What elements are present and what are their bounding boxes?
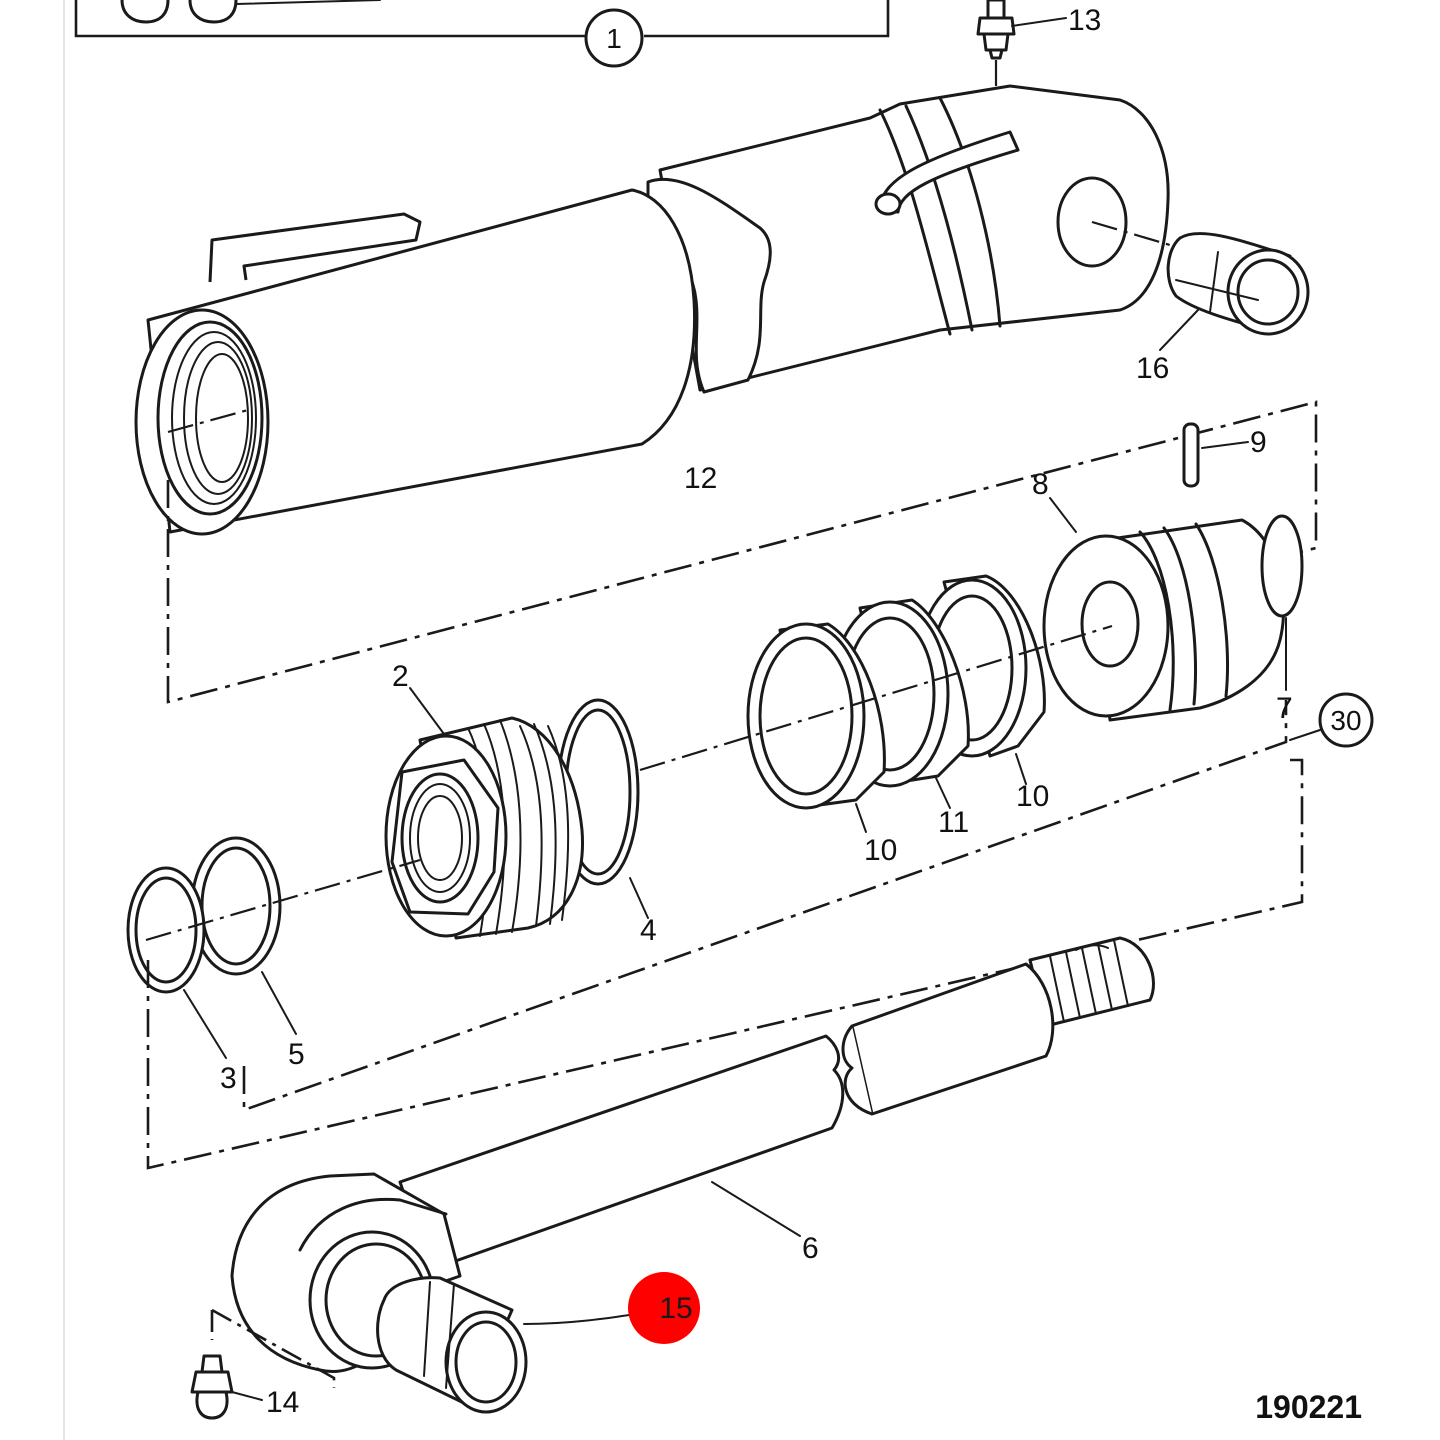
part-16-bushing: [1159, 231, 1310, 351]
diagram-number: 190221: [1255, 1389, 1362, 1425]
callout-10-left: 10: [864, 834, 897, 867]
callout-2: 2: [392, 660, 409, 693]
callout-30: 30: [1330, 705, 1361, 736]
callout-11: 11: [938, 806, 969, 839]
callout-15-highlight: [628, 1272, 700, 1344]
callout-9: 9: [1250, 426, 1267, 459]
assembly-inset-box: [74, 0, 890, 68]
callout-circle-1: [584, 8, 644, 68]
callout-5: 5: [288, 1038, 305, 1071]
part-10-ring-left: [746, 622, 886, 833]
part-14-grease-nipple: [190, 1308, 336, 1420]
axis-line-upper: [639, 624, 1113, 772]
axis-line-lower: [145, 858, 421, 942]
callout-12: 12: [684, 462, 717, 495]
part-7-o-ring: [1260, 514, 1304, 691]
part-6-piston-rod: [398, 936, 1155, 1272]
callout-8: 8: [1032, 468, 1049, 501]
part-9-pin: [1182, 422, 1249, 488]
callout-15: 15: [659, 1292, 692, 1325]
callout-14: 14: [266, 1386, 299, 1419]
part-12-cylinder-barrel: [134, 84, 1181, 536]
part-13-grease-nipple: [976, 0, 1067, 92]
callout-circle-30: [1318, 692, 1374, 748]
rod-assembly-frame: [242, 700, 1288, 1112]
callout-10-right: 10: [1016, 780, 1049, 813]
callout-13: 13: [1068, 4, 1101, 37]
part-2-gland-nut: [384, 687, 585, 940]
part-5-ring: [190, 836, 297, 1035]
callout-4: 4: [640, 914, 657, 947]
callout-7: 7: [1276, 692, 1293, 725]
part-15-bushing: [376, 1276, 637, 1414]
part-8-piston: [1042, 497, 1286, 722]
outer-rod-frame: [146, 758, 1304, 1170]
callout-16: 16: [1136, 352, 1169, 385]
callout-6: 6: [802, 1232, 819, 1265]
callout-3: 3: [220, 1062, 237, 1095]
callout-1: 1: [606, 23, 622, 54]
piston-assembly-frame: [166, 400, 1318, 704]
